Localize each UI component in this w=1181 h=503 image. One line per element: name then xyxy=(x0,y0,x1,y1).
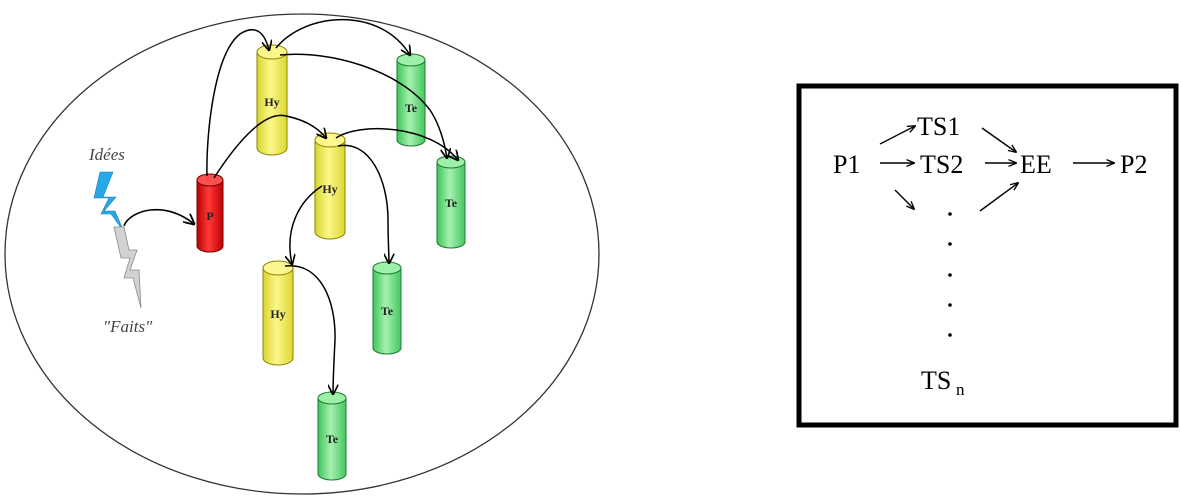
schema-ts2: TS2 xyxy=(920,150,963,179)
problem-label: P xyxy=(206,209,213,223)
schema-panel: TS1 P1 TS2 EE P2 xyxy=(796,83,1179,428)
arrow-hy1-to-te1 xyxy=(275,18,410,55)
arrow-problem-to-hy2 xyxy=(213,114,326,179)
hypothesis-label: Hy xyxy=(264,95,279,109)
arrow-problem-to-hy1 xyxy=(206,29,269,177)
schema-tsn: TS xyxy=(921,366,951,395)
test-label: Te xyxy=(405,101,418,115)
schema-ee: EE xyxy=(1020,150,1052,179)
facts-lightning-icon xyxy=(113,226,142,309)
hypothesis-label: Hy xyxy=(270,307,285,321)
schema-tsn-base: TS xyxy=(921,366,951,395)
hypothesis-cylinder-1: Hy xyxy=(256,44,288,156)
test-cylinder-1: Te xyxy=(396,53,426,147)
ideas-lightning-icon xyxy=(93,171,125,233)
test-cylinder-4: Te xyxy=(317,391,347,481)
schema-arrow-ts1-ee xyxy=(981,127,1016,152)
universe-ellipse xyxy=(4,13,600,495)
schema-arrow-up-ee xyxy=(979,183,1018,212)
hypothesis-cylinder-2: Hy xyxy=(314,132,346,240)
arrow-hy1-to-te2 xyxy=(279,53,447,158)
arrow-hy3-to-te4 xyxy=(284,265,335,394)
cylinder-arrows xyxy=(206,18,458,394)
schema-tsn-subscript: n xyxy=(956,380,965,399)
schema-arrow-p1-ts1 xyxy=(879,126,915,145)
schema-arrow-p1-down xyxy=(894,189,914,209)
arrow-hy2-to-te3 xyxy=(337,144,389,263)
hypothesis-cylinder-3: Hy xyxy=(262,260,294,366)
arrow-hy2-to-te2 xyxy=(335,128,458,160)
hypothesis-label: Hy xyxy=(322,182,337,196)
ideas-label: Idées xyxy=(88,145,125,164)
arrow-ideas-to-problem xyxy=(123,208,194,227)
test-cylinder-3: Te xyxy=(372,261,402,355)
test-cylinder-2: Te xyxy=(436,155,466,249)
test-label: Te xyxy=(445,196,458,210)
facts-label: "Faits" xyxy=(103,317,153,336)
schema-p2: P2 xyxy=(1120,150,1147,179)
problem-cylinder: P xyxy=(196,173,224,253)
test-label: Te xyxy=(381,304,394,318)
schema-ellipsis-dots xyxy=(948,212,952,337)
schema-p1: P1 xyxy=(833,150,860,179)
test-label: Te xyxy=(326,432,339,446)
arrow-hy2-to-hy3 xyxy=(290,185,323,264)
schema-frame xyxy=(796,83,1179,428)
schema-ts1: TS1 xyxy=(917,112,960,141)
